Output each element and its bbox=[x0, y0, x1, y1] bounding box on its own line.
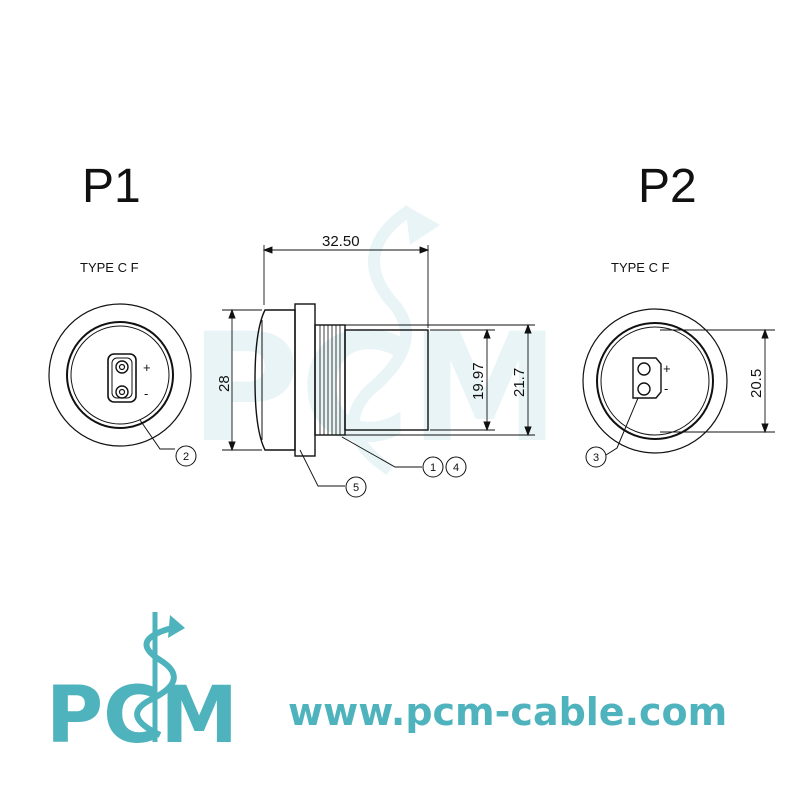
logo-arrow-icon bbox=[168, 615, 185, 638]
p2-plus: + bbox=[663, 361, 671, 376]
dim-p2-diameter: 20.5 bbox=[748, 369, 765, 398]
dim-thread-height: 21.7 bbox=[511, 368, 528, 397]
svg-text:4: 4 bbox=[453, 462, 459, 474]
callout-4: 4 bbox=[445, 456, 467, 478]
dimension-lines bbox=[222, 245, 775, 487]
svg-text:3: 3 bbox=[593, 452, 599, 464]
p2-minus: - bbox=[664, 381, 668, 396]
p2-front-view bbox=[582, 308, 728, 456]
callout-2: 2 bbox=[175, 445, 197, 467]
callout-3: 3 bbox=[585, 446, 607, 468]
p1-minus: - bbox=[144, 386, 148, 401]
p1-plus: + bbox=[143, 360, 151, 375]
p2-type-label: TYPE C F bbox=[611, 260, 670, 275]
website-url: www.pcm-cable.com bbox=[288, 690, 727, 734]
brand-logo: PCM bbox=[46, 612, 238, 761]
callout-1: 1 bbox=[422, 456, 444, 478]
svg-text:2: 2 bbox=[183, 451, 189, 463]
svg-text:5: 5 bbox=[353, 482, 359, 494]
dim-length: 32.50 bbox=[322, 233, 360, 250]
svg-text:1: 1 bbox=[430, 462, 436, 474]
logo-swoosh bbox=[134, 625, 177, 738]
dim-body-height: 19.97 bbox=[470, 362, 487, 400]
p1-front-view bbox=[48, 303, 192, 450]
p2-label: P2 bbox=[638, 160, 697, 213]
side-view bbox=[254, 303, 429, 457]
p1-label: P1 bbox=[82, 160, 141, 213]
watermark-arrow bbox=[405, 205, 440, 245]
callout-5: 5 bbox=[345, 476, 367, 498]
dim-flange-height: 28 bbox=[216, 375, 233, 392]
logo-text: PCM bbox=[46, 671, 238, 761]
p1-type-label: TYPE C F bbox=[80, 260, 139, 275]
